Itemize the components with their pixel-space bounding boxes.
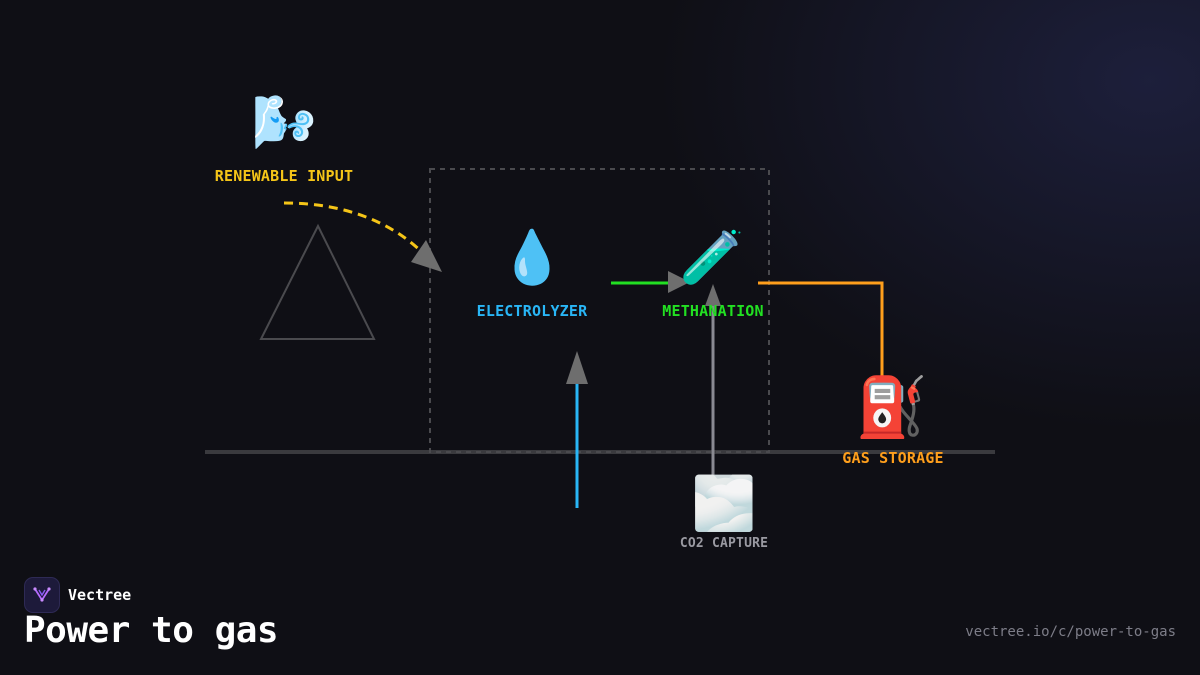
methanation-arrowhead xyxy=(668,271,690,293)
brand: Vectree xyxy=(24,577,131,613)
methanation-label: METHANATION xyxy=(662,302,764,320)
fog-icon: 🌫️ xyxy=(691,474,757,534)
methanation-to-storage-line xyxy=(758,281,884,382)
wind-face-icon: 🌬️ xyxy=(251,93,317,153)
electrolyzer-label: ELECTROLYZER xyxy=(476,302,588,320)
water-arrowhead xyxy=(566,351,588,384)
page-title: Power to gas xyxy=(24,610,279,651)
vectree-logo-icon xyxy=(24,577,60,613)
renewable-arrowhead xyxy=(411,240,442,272)
process-boundary xyxy=(429,168,770,453)
renewable-input-label: RENEWABLE INPUT xyxy=(214,167,354,185)
triangle-outline xyxy=(259,223,376,340)
co2-arrowhead xyxy=(705,284,721,306)
renewable-to-electrolyzer-line xyxy=(283,201,427,257)
droplet-icon: 💧 xyxy=(499,228,565,288)
co2-capture-label: CO2 CAPTURE xyxy=(679,536,769,551)
fuel-pump-icon: ⛽ xyxy=(855,373,929,441)
test-tube-icon: 🧪 xyxy=(679,228,745,288)
brand-name: Vectree xyxy=(68,586,132,604)
page-url[interactable]: vectree.io/c/power-to-gas xyxy=(965,624,1176,640)
gas-storage-label: GAS STORAGE xyxy=(842,449,944,467)
